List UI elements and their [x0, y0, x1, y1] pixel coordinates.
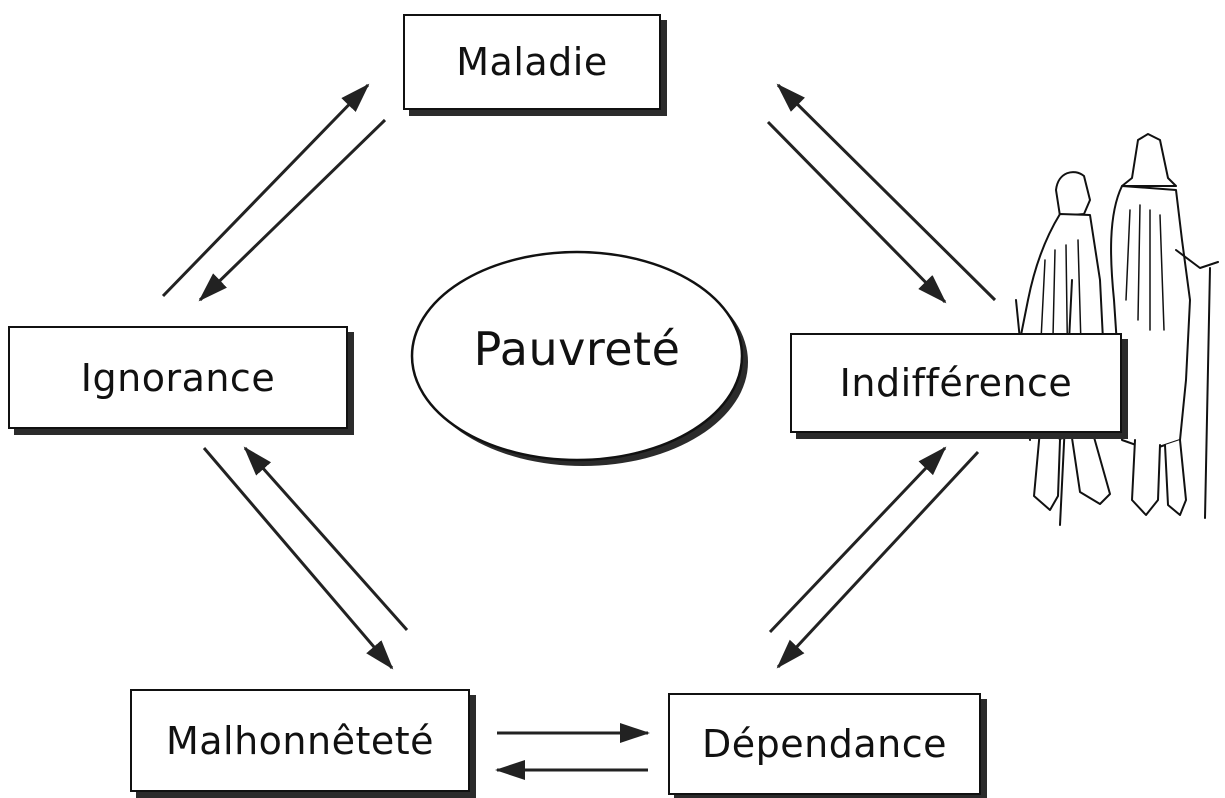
arrow-ignorance-to-maladie [161, 83, 370, 298]
tall-figure-legs [1131, 439, 1187, 516]
node-ignorance: Ignorance [8, 326, 348, 429]
small-figure-legs [1033, 429, 1111, 511]
node-indifference: Indifférence [790, 333, 1122, 433]
center-label: Pauvreté [473, 322, 681, 376]
arrow-malhonnetete-to-ignorance [243, 446, 409, 631]
node-malhonnetete: Malhonnêteté [130, 689, 470, 792]
tall-figure-crutch [1204, 267, 1211, 519]
node-maladie: Maladie [403, 14, 661, 110]
arrow-ignorance-to-malhonnetete [202, 447, 394, 670]
arrow-indifference-to-dependance [776, 450, 980, 669]
arrow-indifference-to-maladie [776, 83, 997, 302]
ellipse-shape [410, 250, 748, 466]
tall-figure-hat [1121, 133, 1177, 187]
arrow-maladie-to-ignorance [198, 118, 387, 302]
arrow-dependance-to-indifference [768, 446, 947, 634]
node-dependance: Dépendance [668, 693, 981, 795]
tall-figure-arm [1175, 249, 1219, 269]
center-ellipse: Pauvreté [410, 250, 752, 470]
arrow-maladie-to-indifference [766, 120, 947, 304]
small-figure-hood [1055, 171, 1091, 217]
